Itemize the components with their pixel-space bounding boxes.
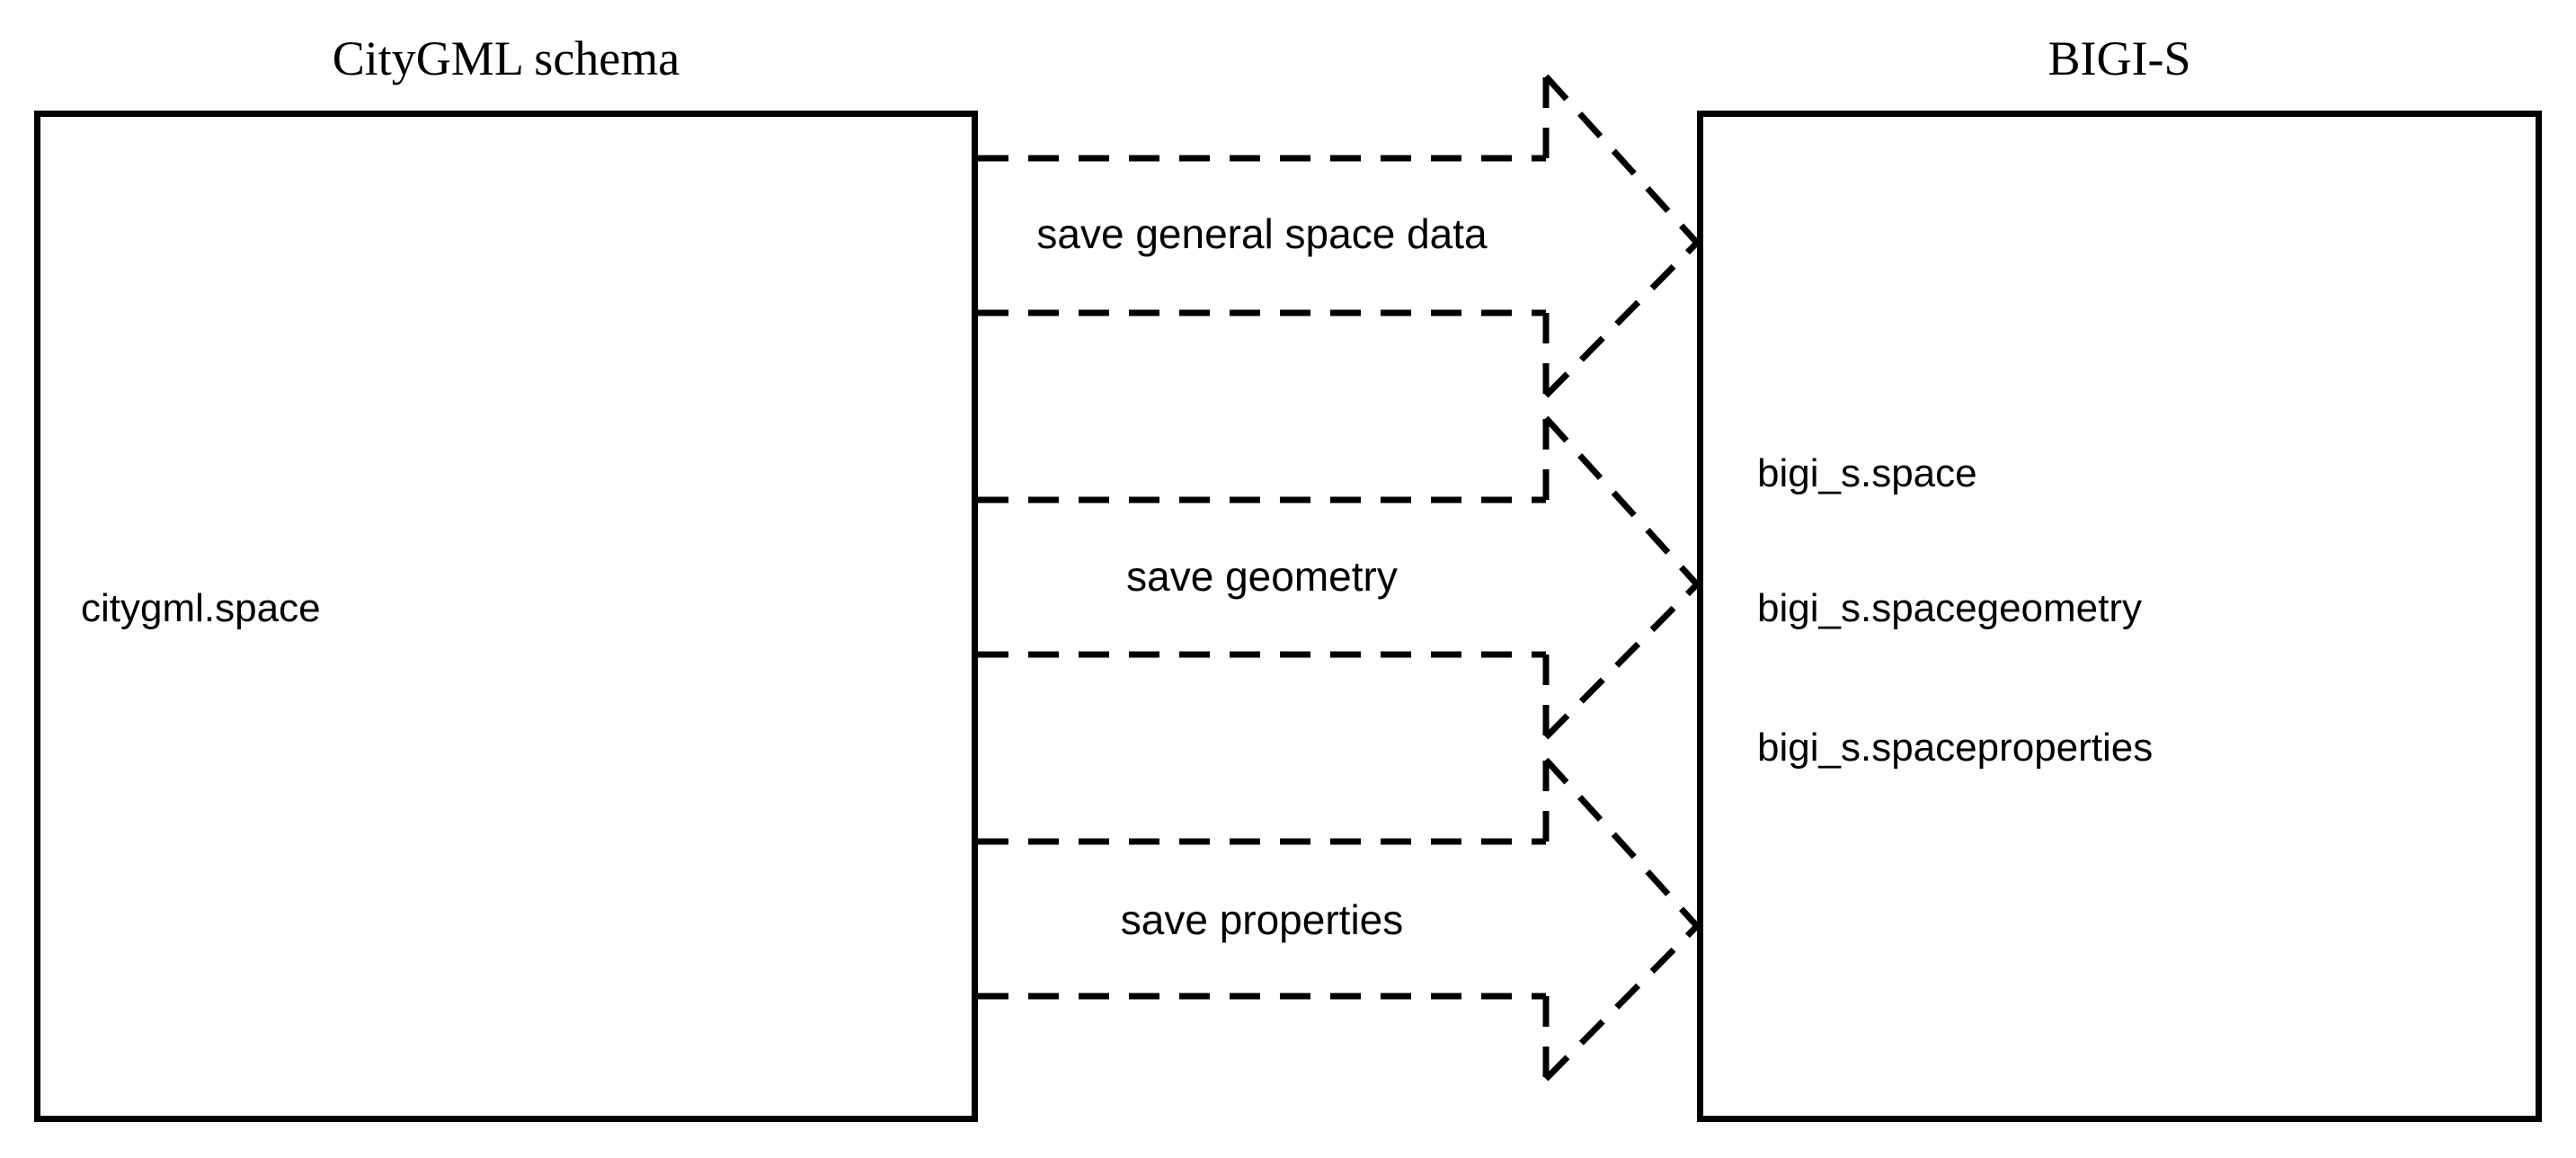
bigi-s-spaceproperties-label: bigi_s.spaceproperties (1757, 726, 2154, 770)
bigi-s-spacegeometry-label: bigi_s.spacegeometry (1757, 586, 2143, 630)
arrow-head-diagonal-bottom-1 (1543, 582, 1700, 740)
arrow-head-diagonal-bottom-2 (1543, 923, 1700, 1082)
right-entity-title: BIGI-S (2047, 31, 2191, 85)
citygml-schema-box (34, 111, 978, 1122)
flow-label-save-properties: save properties (1120, 896, 1404, 943)
flow-label-save-geometry: save geometry (1126, 553, 1398, 600)
flow-label-save-general-space-data: save general space data (1036, 210, 1488, 257)
left-entity-title: CityGML schema (332, 31, 680, 85)
arrow-head-diagonal-top-1 (1543, 415, 1700, 587)
arrow-head-diagonal-top-2 (1543, 757, 1700, 929)
bigi-s-space-label: bigi_s.space (1757, 451, 1977, 495)
bigi-s-box (1697, 111, 2542, 1122)
citygml-space-label: citygml.space (81, 586, 321, 630)
arrow-head-diagonal-bottom-0 (1543, 240, 1700, 398)
arrow-head-diagonal-top-0 (1543, 74, 1700, 245)
